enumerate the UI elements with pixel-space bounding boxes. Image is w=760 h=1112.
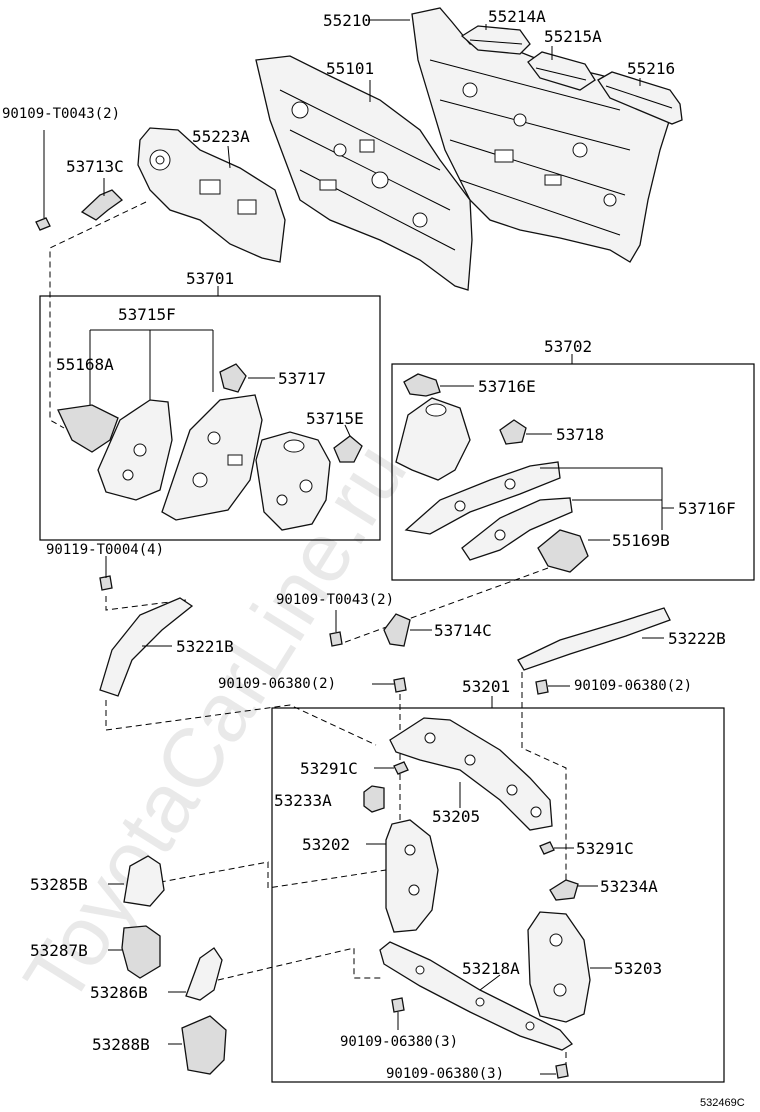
bracket-55168A[interactable] <box>57 404 119 453</box>
apron-53716F-a[interactable] <box>404 461 561 535</box>
label-55223A: 55223A <box>192 127 250 146</box>
clip-53291C-right[interactable] <box>539 841 555 855</box>
label-90119-T0004: 90119-T0004(4) <box>46 542 164 558</box>
label-53715F: 53715F <box>118 305 176 324</box>
label-55210: 55210 <box>323 11 371 30</box>
bracket-55169B[interactable] <box>537 529 589 573</box>
label-55214A: 55214A <box>488 7 546 26</box>
label-53291C-right: 53291C <box>576 839 634 858</box>
watermark-text: ToyotaCarLine.ru <box>6 427 425 1019</box>
clip-53291C-left[interactable] <box>393 761 409 775</box>
label-53291C-left: 53291C <box>300 759 358 778</box>
group-box-53701 <box>39 295 381 541</box>
label-53234A: 53234A <box>600 877 658 896</box>
silencer-55223A[interactable] <box>137 127 286 263</box>
label-group-53702: 53702 <box>544 337 592 356</box>
tower-right[interactable] <box>395 397 471 481</box>
side-support-53203[interactable] <box>527 911 591 1023</box>
bolt-90109-T0043-top[interactable] <box>35 130 51 231</box>
bolt-90109-06380-right[interactable] <box>535 679 549 695</box>
label-90109-06380-right: 90109-06380(2) <box>574 678 692 694</box>
upper-support-53205[interactable] <box>389 717 553 831</box>
rail-53221B[interactable] <box>99 597 194 697</box>
bolt-90109-06380-left[interactable] <box>393 677 407 693</box>
bracket-53716E[interactable] <box>403 373 441 397</box>
label-53713C: 53713C <box>66 157 124 176</box>
tower-53715E[interactable] <box>255 431 363 531</box>
bracket-53713C[interactable] <box>80 189 124 221</box>
label-53202: 53202 <box>302 835 350 854</box>
label-90109-06380-left: 90109-06380(2) <box>218 676 336 692</box>
label-90109-T0043-mid: 90109-T0043(2) <box>276 592 394 608</box>
rail-53222B[interactable] <box>517 607 671 671</box>
lower-support-53218A[interactable] <box>379 941 573 1051</box>
dash-panel-outer-55210[interactable] <box>411 7 673 263</box>
label-53233A: 53233A <box>274 791 332 810</box>
apron-53716F-b[interactable] <box>461 497 573 561</box>
apron-53715F-a[interactable] <box>97 399 173 501</box>
cover-53287B[interactable] <box>121 925 161 979</box>
label-group-53701: 53701 <box>186 269 234 288</box>
label-53288B: 53288B <box>92 1035 150 1054</box>
label-53222B: 53222B <box>668 629 726 648</box>
panel-55215A[interactable] <box>527 51 596 91</box>
bracket-53717[interactable] <box>219 363 247 393</box>
label-53221B: 53221B <box>176 637 234 656</box>
panel-55216[interactable] <box>597 71 683 125</box>
label-53718: 53718 <box>556 425 604 444</box>
label-90109-T0043-top: 90109-T0043(2) <box>2 106 120 122</box>
label-53286B: 53286B <box>90 983 148 1002</box>
cover-53288B[interactable] <box>181 1015 227 1075</box>
label-53285B: 53285B <box>30 875 88 894</box>
bracket-53234A[interactable] <box>549 879 579 901</box>
label-90109-06380-b2: 90109-06380(3) <box>386 1066 504 1082</box>
label-53716F: 53716F <box>678 499 736 518</box>
side-support-53202[interactable] <box>385 819 439 933</box>
group-box-53201 <box>271 707 725 1083</box>
bolt-90119-T0004[interactable] <box>99 575 113 591</box>
label-53218A: 53218A <box>462 959 520 978</box>
label-55216: 55216 <box>627 59 675 78</box>
cover-53286B[interactable] <box>185 947 223 1001</box>
bracket-53714C[interactable] <box>383 613 411 647</box>
label-53203: 53203 <box>614 959 662 978</box>
label-53287B: 53287B <box>30 941 88 960</box>
cover-53285B[interactable] <box>123 855 165 907</box>
label-53205: 53205 <box>432 807 480 826</box>
bolt-90109-06380-b2[interactable] <box>555 1063 569 1079</box>
label-group-53201: 53201 <box>462 677 510 696</box>
bracket-53233A[interactable] <box>363 785 385 813</box>
label-55215A: 55215A <box>544 27 602 46</box>
label-55168A: 55168A <box>56 355 114 374</box>
label-53714C: 53714C <box>434 621 492 640</box>
bracket-53718[interactable] <box>499 419 527 445</box>
label-53716E: 53716E <box>478 377 536 396</box>
label-55101: 55101 <box>326 59 374 78</box>
label-90109-06380-b1: 90109-06380(3) <box>340 1034 458 1050</box>
label-53717: 53717 <box>278 369 326 388</box>
group-box-53702 <box>391 363 755 581</box>
apron-53715F-b[interactable] <box>161 394 263 521</box>
diagram-reference-code: 532469C <box>700 1097 745 1109</box>
label-55169B: 55169B <box>612 531 670 550</box>
dash-panel-inner-55101[interactable] <box>255 55 473 291</box>
label-53715E: 53715E <box>306 409 364 428</box>
bolt-90109-T0043-mid[interactable] <box>329 631 343 647</box>
panel-55214A[interactable] <box>460 25 531 55</box>
bolt-90109-06380-b1[interactable] <box>391 997 405 1013</box>
